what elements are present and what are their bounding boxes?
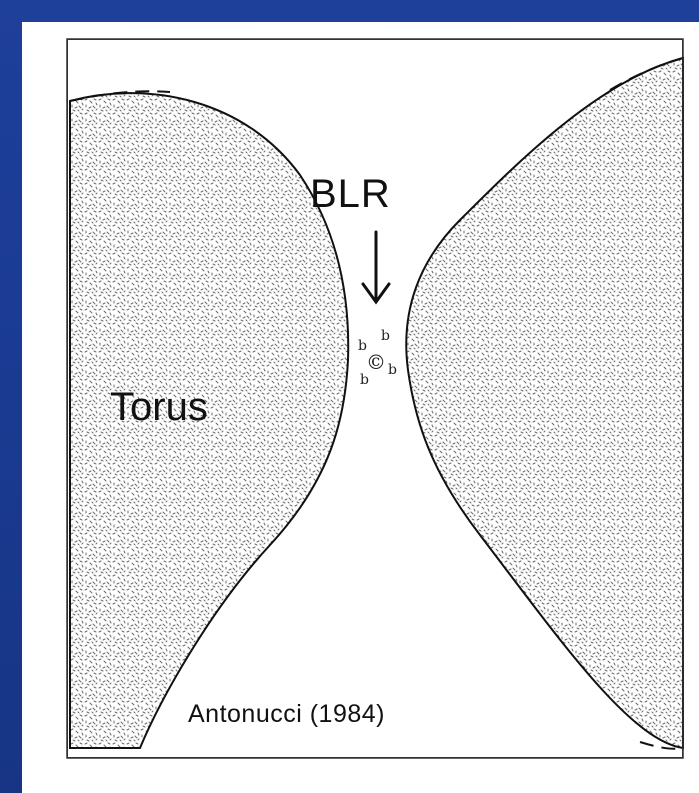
central-engine-mark: © bbox=[366, 350, 386, 374]
blr-label: BLR bbox=[310, 172, 391, 217]
cloud-mark: b bbox=[381, 328, 390, 344]
blr-arrow bbox=[363, 232, 389, 302]
right-torus-lobe bbox=[406, 58, 683, 748]
cloud-mark: b bbox=[388, 362, 397, 378]
cloud-mark: b bbox=[360, 372, 369, 388]
citation-label: Antonucci (1984) bbox=[188, 700, 385, 729]
torus-label: Torus bbox=[110, 385, 208, 430]
